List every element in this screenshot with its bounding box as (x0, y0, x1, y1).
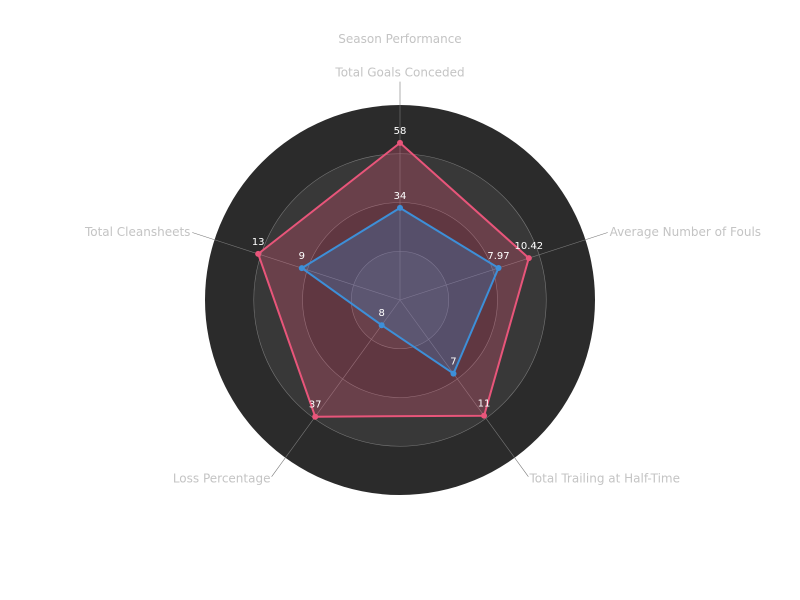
series-2-data-label: 7 (450, 357, 456, 368)
series-1-point (525, 255, 532, 262)
series-1-area (257, 141, 530, 418)
series-2-data-label: 8 (378, 308, 384, 319)
series-1-point (397, 139, 403, 146)
series-1-data-label: 58 (394, 126, 407, 137)
axis-label: Total Trailing at Half-Time (529, 471, 680, 485)
series-2-data-label: 34 (394, 191, 407, 202)
radar-grid (192, 81, 608, 477)
series-2-point (378, 322, 385, 329)
series-2-point (397, 204, 403, 211)
series-2-point (450, 370, 457, 377)
series-1-point (312, 413, 319, 420)
series-2-data-label: 9 (299, 251, 305, 262)
series-1-data-label: 37 (309, 400, 322, 411)
radar-spoke (192, 232, 401, 301)
axis-label: Total Goals Conceded (334, 66, 464, 80)
series-2-point (298, 265, 305, 272)
radar-spoke (399, 299, 529, 477)
axis-label: Loss Percentage (173, 471, 271, 485)
series-1-point (255, 250, 262, 257)
radar-spoke (399, 232, 608, 301)
series-1-point (481, 412, 488, 419)
series-1-data-label: 10.42 (515, 241, 544, 252)
radar-spoke (271, 299, 401, 477)
axis-label: Average Number of Fouls (610, 225, 762, 239)
series-2-area (300, 206, 500, 375)
series-2-point (495, 264, 502, 271)
axis-label: Total Cleansheets (84, 225, 190, 239)
series-1-data-label: 13 (252, 237, 265, 248)
radar-series: 58 10.42 11 37 13 34 7.97 7 8 9 (252, 126, 543, 420)
chart-title: Season Performance (338, 32, 461, 46)
series-1-data-label: 11 (478, 399, 491, 410)
series-2-data-label: 7.97 (487, 251, 509, 262)
